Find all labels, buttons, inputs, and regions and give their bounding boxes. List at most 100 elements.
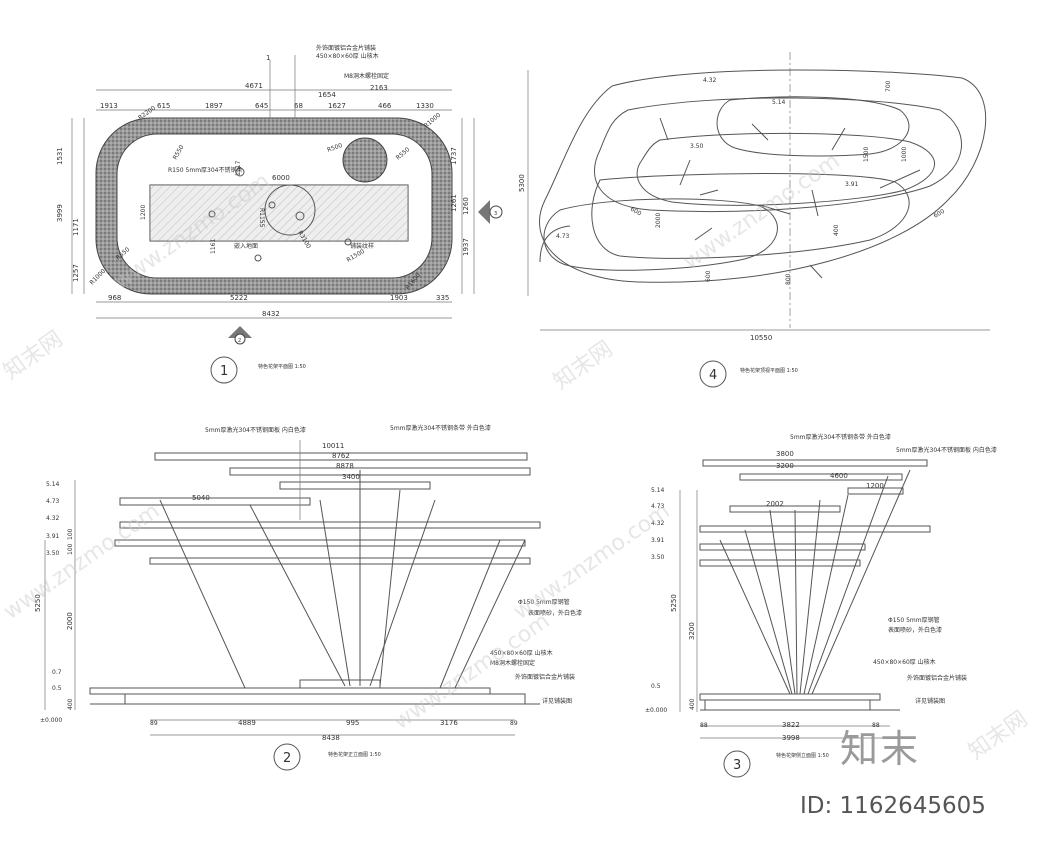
dim: 645 [255, 102, 268, 110]
callout: 450×80×60厚 山核木 [490, 649, 553, 657]
callout: M8洞木螺栓固定 [490, 659, 535, 667]
level-mark: 0.7 [52, 669, 62, 676]
dim: 88 [872, 722, 880, 729]
level-mark: ±0.000 [40, 717, 62, 724]
side-elevation [679, 459, 931, 778]
dim: 400 [833, 224, 840, 236]
dim: 10011 [322, 442, 344, 450]
front-elevation-labels: 2 特色花架正立面图 1:50 10011 8762 8878 3400 504… [34, 424, 582, 766]
level-mark: 3.91 [845, 181, 859, 188]
watermark-brand: 知末网 [0, 327, 68, 385]
watermark-text: www.znzmo.com [389, 609, 554, 735]
view-number: 4 [709, 368, 717, 383]
callout: 嵌入地面 [234, 242, 258, 250]
view-title: 特色花架平面图 1:50 [258, 363, 306, 370]
watermark-text: www.znzmo.com [509, 499, 674, 625]
dim: 2000 [655, 213, 662, 228]
dim: 1260 [462, 197, 470, 215]
radius-label: R1000 [423, 112, 443, 130]
callout: 5mm厚激光304不锈钢条带 外白色漆 [790, 433, 891, 441]
dim: 1200 [140, 205, 147, 220]
dim: 600 [933, 208, 947, 220]
dim: 3200 [776, 462, 794, 470]
roof-plan-labels: 4 特色花架顶视平面图 1:50 10550 5300 700 1500 200… [518, 77, 946, 383]
view-number-circle [723, 750, 751, 778]
dim: 335 [436, 294, 449, 302]
level-mark: ±0.000 [645, 707, 667, 714]
dim: 466 [378, 102, 392, 110]
dim: 1897 [205, 102, 223, 110]
watermark-brand: 知末网 [549, 337, 617, 395]
dim: 800 [785, 273, 792, 285]
dim: 1171 [72, 218, 80, 236]
arrow-2-label: 2 [238, 338, 241, 344]
level-mark: 3.50 [651, 554, 665, 561]
callout: 表面喷砂，外白色漆 [528, 609, 582, 617]
callout: 详见铺装图 [542, 697, 572, 705]
dim: 8762 [332, 452, 350, 460]
dim: 88 [700, 722, 708, 729]
callout: 外饰面镀铝合金片铺装 [515, 673, 575, 681]
level-mark: 4.73 [651, 503, 665, 510]
dim: 1330 [416, 102, 434, 110]
callout: R150 5mm厚304不锈钢条 [168, 166, 243, 174]
dim: 1117 [235, 161, 242, 176]
view-title: 特色花架侧立面图 1:50 [776, 752, 829, 759]
level-mark: 4.73 [46, 498, 60, 505]
level-mark: 4.32 [651, 520, 665, 527]
dim: 615 [157, 102, 170, 110]
dim: 5040 [192, 494, 210, 502]
callout: 表面喷砂，外白色漆 [888, 626, 942, 634]
dim: 400 [689, 698, 696, 710]
callout: 5mm厚激光304不锈钢条带 外白色漆 [390, 424, 491, 432]
dim: 8438 [322, 734, 340, 742]
level-mark: 4.32 [703, 77, 717, 84]
radius-label: R1000 [88, 268, 107, 287]
callout: 5mm厚激光304不锈钢面板 内白色漆 [205, 426, 306, 434]
level-mark: 0.5 [651, 683, 661, 690]
dim: 400 [67, 698, 74, 710]
dim: 2163 [370, 84, 388, 92]
dim: 1161 [210, 239, 217, 254]
dim: 8878 [336, 462, 354, 470]
front-elevation [44, 440, 541, 771]
dim: 10550 [750, 334, 772, 342]
level-mark: 3.91 [46, 533, 60, 540]
dim: 6000 [272, 174, 290, 182]
callout: 外饰面镀铝合金片铺装 [316, 44, 376, 52]
callout: 450×80×60厚 山核木 [316, 52, 379, 60]
section-arrow-3-icon [478, 200, 490, 224]
dim: 100 [67, 543, 74, 555]
dim: 8432 [262, 310, 280, 318]
dim: 3800 [776, 450, 794, 458]
dim: 4671 [245, 82, 263, 90]
level-mark: 5.14 [46, 481, 60, 488]
view-number-circle [210, 356, 238, 384]
dim: 1937 [462, 238, 470, 256]
dim: 3999 [56, 204, 64, 222]
view-number-circle [699, 360, 727, 388]
dim: 4889 [238, 719, 256, 727]
side-elevation-labels: 3 特色花架侧立面图 1:50 3800 3200 4600 1200 2002… [645, 433, 997, 773]
dim: 1913 [100, 102, 118, 110]
dim: 1531 [56, 147, 64, 165]
dim: 89 [510, 720, 518, 727]
level-mark: 5.14 [651, 487, 665, 494]
roof-plan-view [527, 52, 990, 388]
dim: 1257 [72, 264, 80, 282]
dim: 1654 [318, 91, 336, 99]
plan-view [71, 55, 503, 384]
radius-label: R500 [326, 142, 343, 154]
paving-strip [149, 184, 409, 242]
planter-circle [342, 137, 388, 183]
dim: 995 [346, 719, 359, 727]
watermark-text: www.znzmo.com [0, 499, 165, 625]
level-mark: 3.50 [690, 143, 704, 150]
dim: 5250 [670, 594, 678, 612]
dim: 3200 [688, 622, 696, 640]
dim: 4600 [830, 472, 848, 480]
dim: 1500 [863, 147, 870, 162]
level-mark: 3.50 [46, 550, 60, 557]
radius-label: R1155 [258, 208, 265, 228]
callout: 5mm厚激光304不锈钢面板 内白色漆 [896, 446, 997, 454]
